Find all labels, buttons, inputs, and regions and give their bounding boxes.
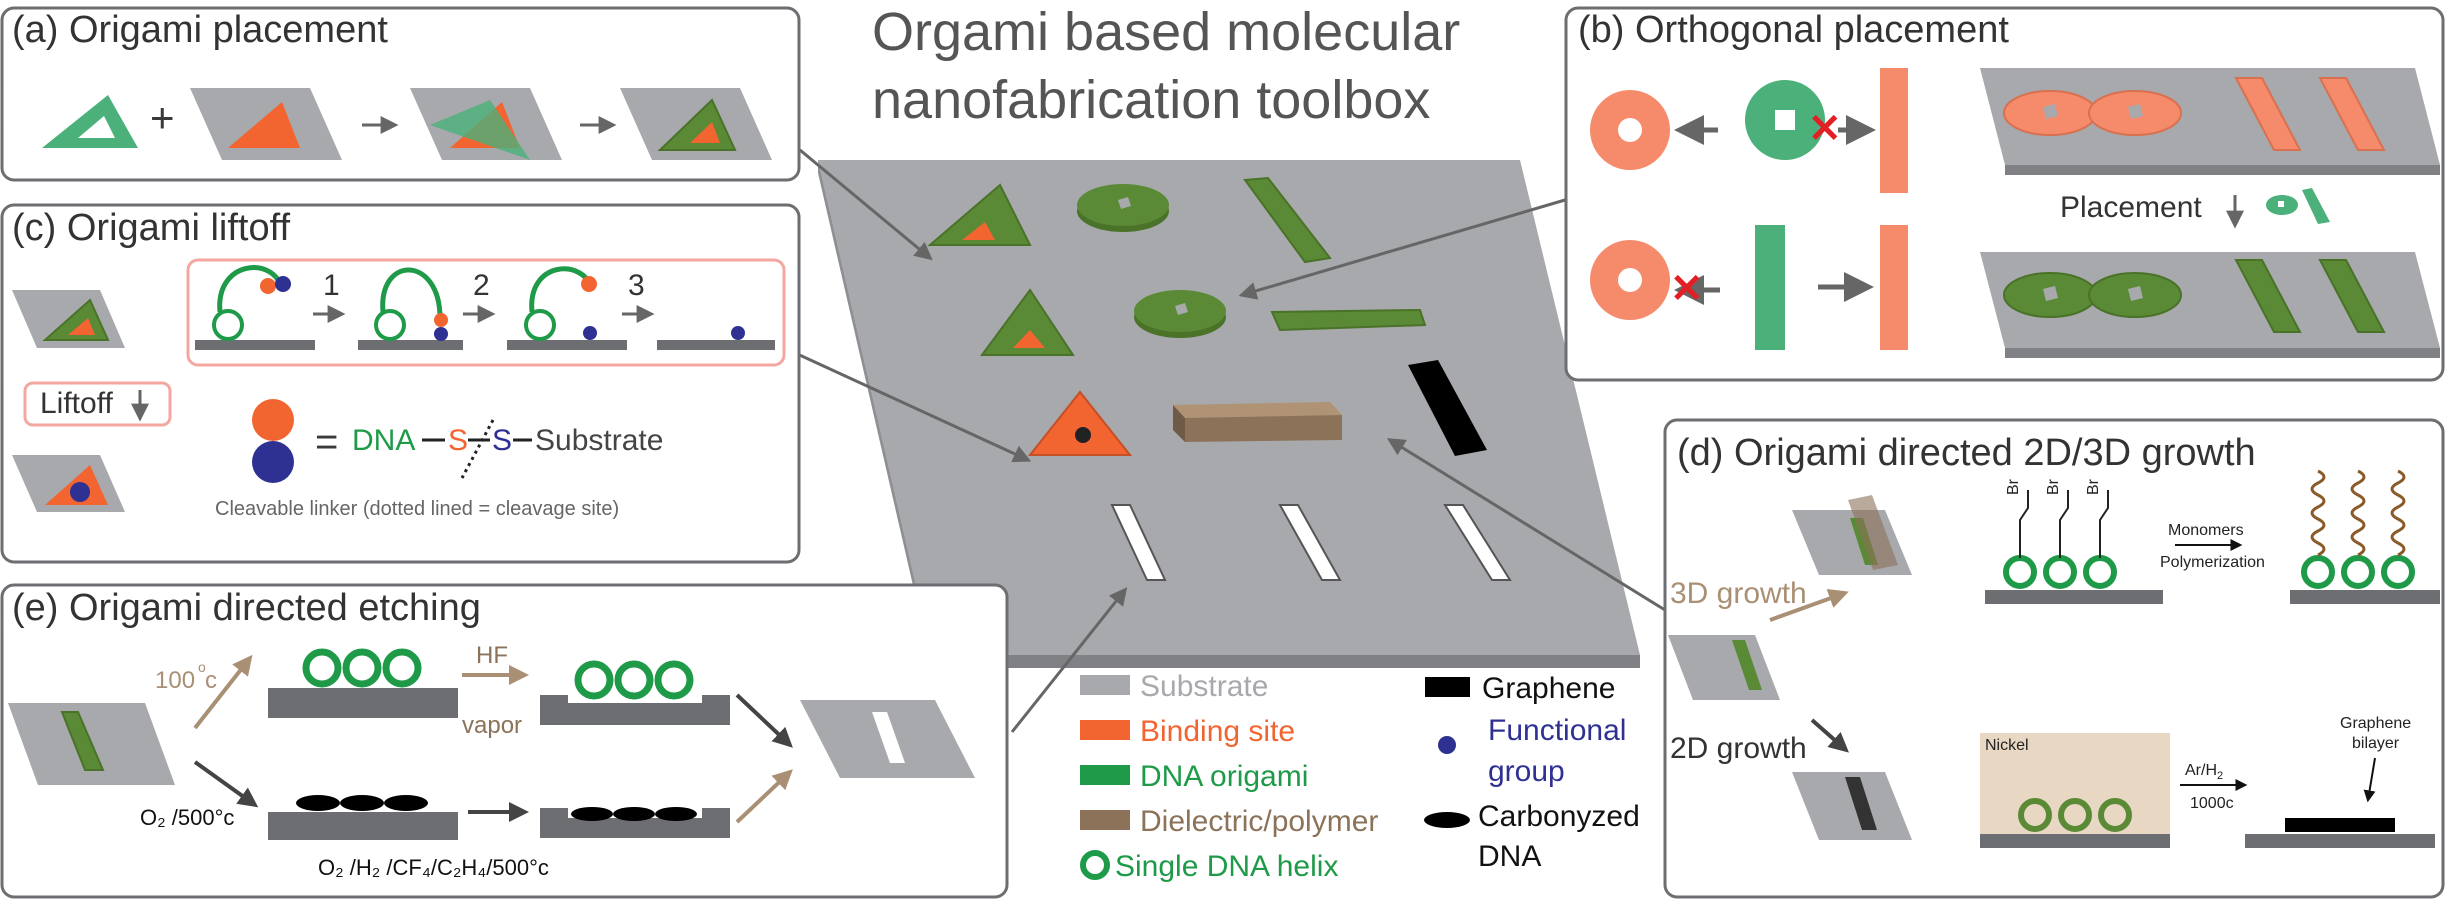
hf-label: HF (476, 642, 508, 669)
legend-dielectric: Dielectric/polymer (1140, 805, 1378, 838)
polymerization-label: Polymerization (2160, 554, 2265, 571)
step-2-label: 2 (473, 269, 490, 302)
legend-functional-2: group (1488, 755, 1565, 788)
eq-dna: DNA (352, 424, 415, 457)
nickel-label: Nickel (1985, 737, 2029, 754)
step-3-label: 3 (628, 269, 645, 302)
cleavable-caption: Cleavable linker (dotted lined = cleavag… (215, 498, 619, 520)
ar-h2-subscript: 2 (2217, 770, 2223, 782)
br-label-3: Br (2085, 478, 2102, 495)
svg-text:✕: ✕ (1670, 267, 1704, 311)
panel-b-title: (b) Orthogonal placement (1578, 9, 2009, 51)
br-label-2: Br (2045, 478, 2062, 495)
arrow-c-to-center (792, 350, 1032, 463)
legend-carbonyzed-1: Carbonyzed (1478, 800, 1640, 833)
origami-triangle-icon (42, 95, 138, 148)
eq-s2: S (492, 424, 512, 457)
etch-bottom-caption: O₂ /H₂ /CF₄/C₂H₄/500°c (318, 855, 549, 880)
panel-d: (d) Origami directed 2D/3D growth 3D gro… (1663, 418, 2445, 899)
legend-dna-origami: DNA origami (1140, 760, 1308, 793)
arrow-e-to-center (1010, 587, 1128, 733)
growth-2d-label: 2D growth (1670, 732, 1807, 765)
legend-functional-1: Functional (1488, 714, 1626, 747)
panel-b: (b) Orthogonal placement ✕ ✕ Placement (1564, 6, 2445, 382)
legend: Substrate Binding site DNA origami Diele… (1080, 670, 1640, 883)
arrow-b-to-center (1238, 198, 1566, 300)
nickel-block (1980, 733, 2170, 843)
monomers-label: Monomers (2168, 522, 2244, 539)
main-title-line2: nanofabrication toolbox (872, 70, 1430, 130)
svg-text:✕: ✕ (1808, 107, 1842, 151)
step-1-label: 1 (323, 269, 340, 302)
placement-label: Placement (2060, 191, 2202, 224)
bilayer-label: bilayer (2352, 735, 2400, 752)
arrow-d-to-center (1386, 438, 1666, 612)
panel-a: (a) Origami placement + (0, 6, 801, 182)
o2-500-label: O₂ /500°c (140, 805, 234, 830)
legend-substrate: Substrate (1140, 670, 1268, 703)
panel-c-title: (c) Origami liftoff (12, 207, 290, 249)
eq-s1: S (448, 424, 468, 457)
legend-binding-site: Binding site (1140, 715, 1295, 748)
eq-substrate: Substrate (535, 424, 663, 457)
liftoff-label: Liftoff (40, 387, 113, 420)
main-title-line1: Orgami based molecular (872, 2, 1460, 62)
temp-100: 100 (155, 667, 195, 694)
arrow-a-to-center (799, 148, 933, 261)
legend-graphene: Graphene (1482, 672, 1615, 705)
graphene-label: Graphene (2340, 715, 2411, 732)
eq-equals: = (315, 420, 338, 464)
panel-e: (e) Origami directed etching 100 c o HF … (0, 583, 1009, 899)
growth-3d-label: 3D growth (1670, 577, 1807, 610)
ar-h2-label: Ar/H2 (2185, 762, 2223, 782)
br-label-1: Br (2005, 478, 2022, 495)
vapor-label: vapor (462, 712, 522, 739)
main-title: Orgami based molecular nanofabrication t… (872, 2, 1460, 130)
legend-carbonyzed-2: DNA (1478, 840, 1541, 873)
temp-100-c: c (205, 667, 217, 694)
panel-a-title: (a) Origami placement (12, 9, 388, 51)
central-substrate (818, 160, 1640, 668)
svg-text:+: + (150, 94, 175, 141)
panel-d-title: (d) Origami directed 2D/3D growth (1677, 432, 2256, 474)
temp-1000-label: 1000c (2190, 795, 2234, 812)
legend-single-helix: Single DNA helix (1115, 850, 1338, 883)
svg-text:o: o (198, 659, 206, 675)
ar-h2-text: Ar/H (2185, 762, 2217, 779)
panel-e-title: (e) Origami directed etching (12, 587, 481, 629)
panel-c: (c) Origami liftoff Liftoff 1 2 (0, 203, 801, 564)
